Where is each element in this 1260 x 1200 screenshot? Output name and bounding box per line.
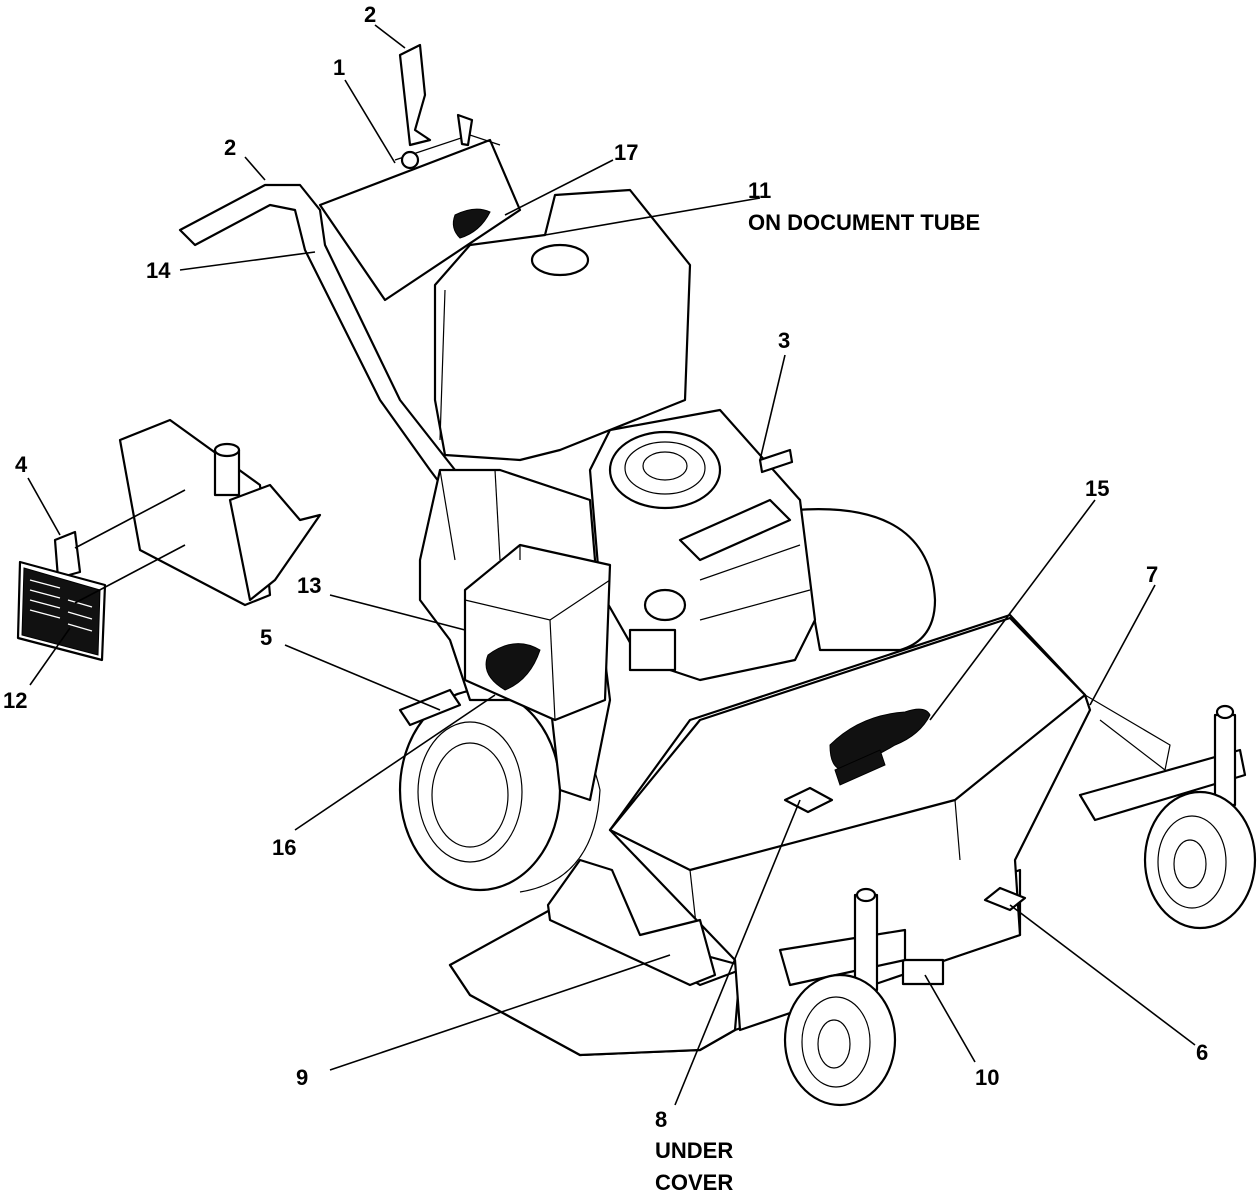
axle-peg: [398, 688, 462, 727]
callout-9: 9: [296, 1065, 308, 1090]
control-console: [318, 134, 522, 302]
decal-12: [16, 560, 107, 662]
callout-3: 3: [778, 328, 790, 353]
callout-6: 6: [1196, 1040, 1208, 1065]
caster-wheel-right: [1143, 790, 1257, 930]
throttle-handle: [758, 448, 794, 474]
decal-4: [53, 530, 82, 580]
deck-logo-decal: [829, 708, 931, 786]
engine: [588, 408, 817, 682]
caster-arm-right: [1078, 748, 1247, 822]
callout-labels: 1 2 2 17 11 ON DOCUMENT TUBE 14 3 15 7 4…: [3, 2, 1208, 1195]
decal-10: [901, 958, 945, 986]
callout-8-note-line1: UNDER: [655, 1138, 733, 1163]
callout-2-left: 2: [224, 135, 236, 160]
callout-10: 10: [975, 1065, 999, 1090]
battery-box: [463, 543, 612, 722]
leader-lines: [27, 24, 1196, 1106]
key-switch: [456, 113, 474, 147]
callout-17: 17: [614, 140, 638, 165]
callout-15: 15: [1085, 476, 1109, 501]
callout-1: 1: [333, 55, 345, 80]
callout-4: 4: [15, 452, 28, 477]
callout-7: 7: [1146, 562, 1158, 587]
caster-wheel-front: [783, 973, 897, 1107]
deck-bracket: [546, 858, 717, 987]
caster-stem-right: [1213, 713, 1237, 807]
callout-8-note-line2: COVER: [655, 1170, 733, 1195]
right-drive-wheel: [793, 508, 937, 652]
callout-12: 12: [3, 688, 27, 713]
callout-16: 16: [272, 835, 296, 860]
fuel-tank: [433, 188, 692, 462]
callout-13: 13: [297, 573, 321, 598]
callout-2-top: 2: [364, 2, 376, 27]
callout-11: 11: [748, 178, 771, 203]
callout-11-note: ON DOCUMENT TUBE: [748, 210, 980, 235]
callout-14: 14: [146, 258, 171, 283]
callout-8: 8: [655, 1107, 667, 1132]
caster-stem-front: [853, 893, 879, 992]
mower-illustration: [16, 43, 1257, 1107]
handle-grip-top: [398, 43, 432, 147]
decal-6: [983, 886, 1027, 912]
exploded-tank-panel: [118, 418, 322, 607]
callout-5: 5: [260, 625, 272, 650]
